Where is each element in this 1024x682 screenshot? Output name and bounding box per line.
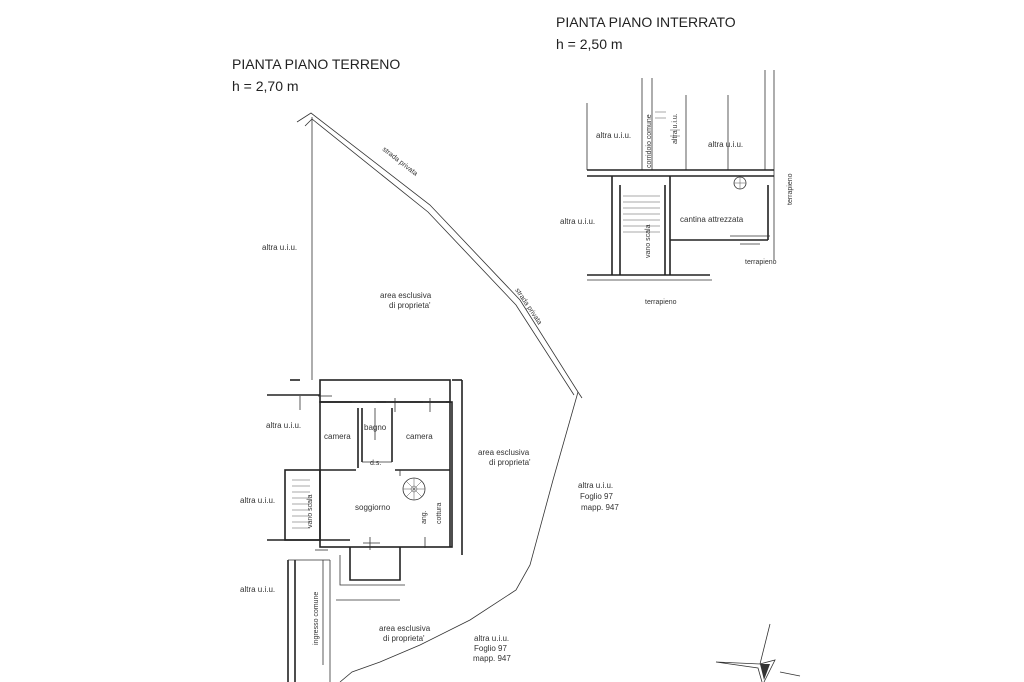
label-basement-altra-uiu-d: altra u.i.u. xyxy=(560,217,595,226)
label-di-proprieta-bottom: di proprieta' xyxy=(383,634,425,643)
spiral-stair-icon xyxy=(402,477,426,501)
label-di-proprieta-right: di proprieta' xyxy=(489,458,531,467)
label-ingresso-comune: ingresso comune xyxy=(313,592,320,645)
label-ang: ang. xyxy=(421,510,428,524)
label-altra-uiu-bottom: altra u.i.u. xyxy=(474,634,509,643)
label-di-proprieta-top: di proprieta' xyxy=(389,301,431,310)
north-arrow-icon xyxy=(715,623,801,682)
label-ds: d.s. xyxy=(370,460,381,467)
label-vano-scala: vano scala xyxy=(307,494,314,528)
fan-fixture-icon xyxy=(733,176,747,190)
label-area-esclusiva-bottom: area esclusiva xyxy=(379,624,431,633)
label-altra-uiu-west: altra u.i.u. xyxy=(266,421,301,430)
label-soggiorno: soggiorno xyxy=(355,503,391,512)
label-area-esclusiva-top: area esclusiva xyxy=(380,291,432,300)
label-camera-left: camera xyxy=(324,432,351,441)
label-camera-right: camera xyxy=(406,432,433,441)
label-basement-altra-uiu-a: altra u.i.u. xyxy=(596,131,631,140)
label-altra-uiu-stair: altra u.i.u. xyxy=(240,496,275,505)
label-foglio-bottom: Foglio 97 xyxy=(474,644,507,653)
basement-height: h = 2,50 m xyxy=(556,36,623,52)
label-basement-altra-uiu-c: altra u.i.u. xyxy=(708,140,743,149)
label-terrapieno-right: terrapieno xyxy=(787,173,794,205)
ground-floor-height: h = 2,70 m xyxy=(232,78,299,94)
label-altra-uiu-top: altra u.i.u. xyxy=(262,243,297,252)
label-cantina: cantina attrezzata xyxy=(680,215,744,224)
basement-title: PIANTA PIANO INTERRATO xyxy=(556,14,736,30)
ground-floor-title: PIANTA PIANO TERRENO xyxy=(232,56,400,72)
basement-plan: altra u.i.u. corridoio comune altra u.i.… xyxy=(560,70,794,306)
label-basement-vano-scala: vano scala xyxy=(645,224,652,258)
label-mapp-bottom: mapp. 947 xyxy=(473,654,511,663)
label-strada-privata-top: strada privata xyxy=(381,146,419,178)
label-foglio-right: Foglio 97 xyxy=(580,492,613,501)
label-terrapieno-bottom: terrapieno xyxy=(645,299,677,306)
ground-floor-plan: strada privata strada privata altra u.i.… xyxy=(240,112,619,682)
label-bagno: bagno xyxy=(364,423,387,432)
label-altra-uiu-right: altra u.i.u. xyxy=(578,481,613,490)
label-corridoio-comune: corridoio comune xyxy=(646,114,653,168)
label-mapp-right: mapp. 947 xyxy=(581,503,619,512)
label-altra-uiu-south: altra u.i.u. xyxy=(240,585,275,594)
label-area-esclusiva-right: area esclusiva xyxy=(478,448,530,457)
label-basement-altra-uiu-b: altra u.i.u. xyxy=(672,113,679,144)
label-strada-privata-right: strada privata xyxy=(513,287,543,326)
label-cottura: cottura xyxy=(436,502,443,524)
label-terrapieno-bottom-right: terrapieno xyxy=(745,259,777,266)
